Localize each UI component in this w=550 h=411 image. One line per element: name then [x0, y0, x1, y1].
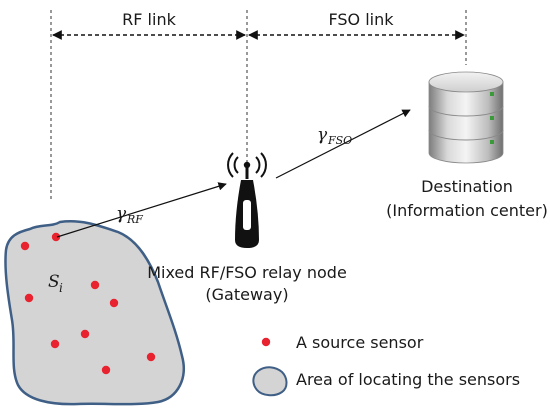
relay-label-line2: (Gateway): [205, 285, 288, 304]
sensor-dot: [51, 232, 61, 242]
sensor-dot: [50, 339, 60, 349]
sensor-dot: [109, 298, 119, 308]
destination-label-line2: (Information center): [386, 201, 548, 220]
rf-link-label: RF link: [122, 10, 176, 29]
legend-sensor-dot: [261, 337, 271, 347]
sensor-dot: [101, 365, 111, 375]
gamma-rf-subscript: RF: [126, 213, 143, 226]
sensor-dot: [80, 329, 90, 339]
gamma-rf-symbol: γ: [116, 204, 127, 224]
source-subscript: i: [59, 281, 63, 295]
rf-transmission-arrow: [56, 182, 227, 238]
gamma-fso-symbol: γ: [317, 125, 328, 145]
sensor-dot: [24, 293, 34, 303]
legend-area-label: Area of locating the sensors: [296, 370, 520, 389]
sensor-dot: [20, 241, 30, 251]
sensor-dot: [90, 280, 100, 290]
relay-label-line1: Mixed RF/FSO relay node: [147, 263, 347, 282]
sensor-dot: [146, 352, 156, 362]
antenna-tower-icon: [227, 152, 267, 248]
fso-transmission-arrow: [275, 109, 411, 179]
destination-label-line1: Destination: [421, 177, 513, 196]
gamma-fso-subscript: FSO: [327, 134, 352, 147]
sensor-dots: [20, 232, 156, 375]
fso-link-label: FSO link: [328, 10, 394, 29]
legend-area-swatch: [252, 366, 288, 397]
sensor-area: [4, 220, 185, 406]
database-icon: [428, 71, 504, 164]
legend-sensor-label: A source sensor: [296, 333, 424, 352]
source-symbol: S: [48, 272, 60, 292]
legend: A source sensor Area of locating the sen…: [252, 333, 520, 397]
